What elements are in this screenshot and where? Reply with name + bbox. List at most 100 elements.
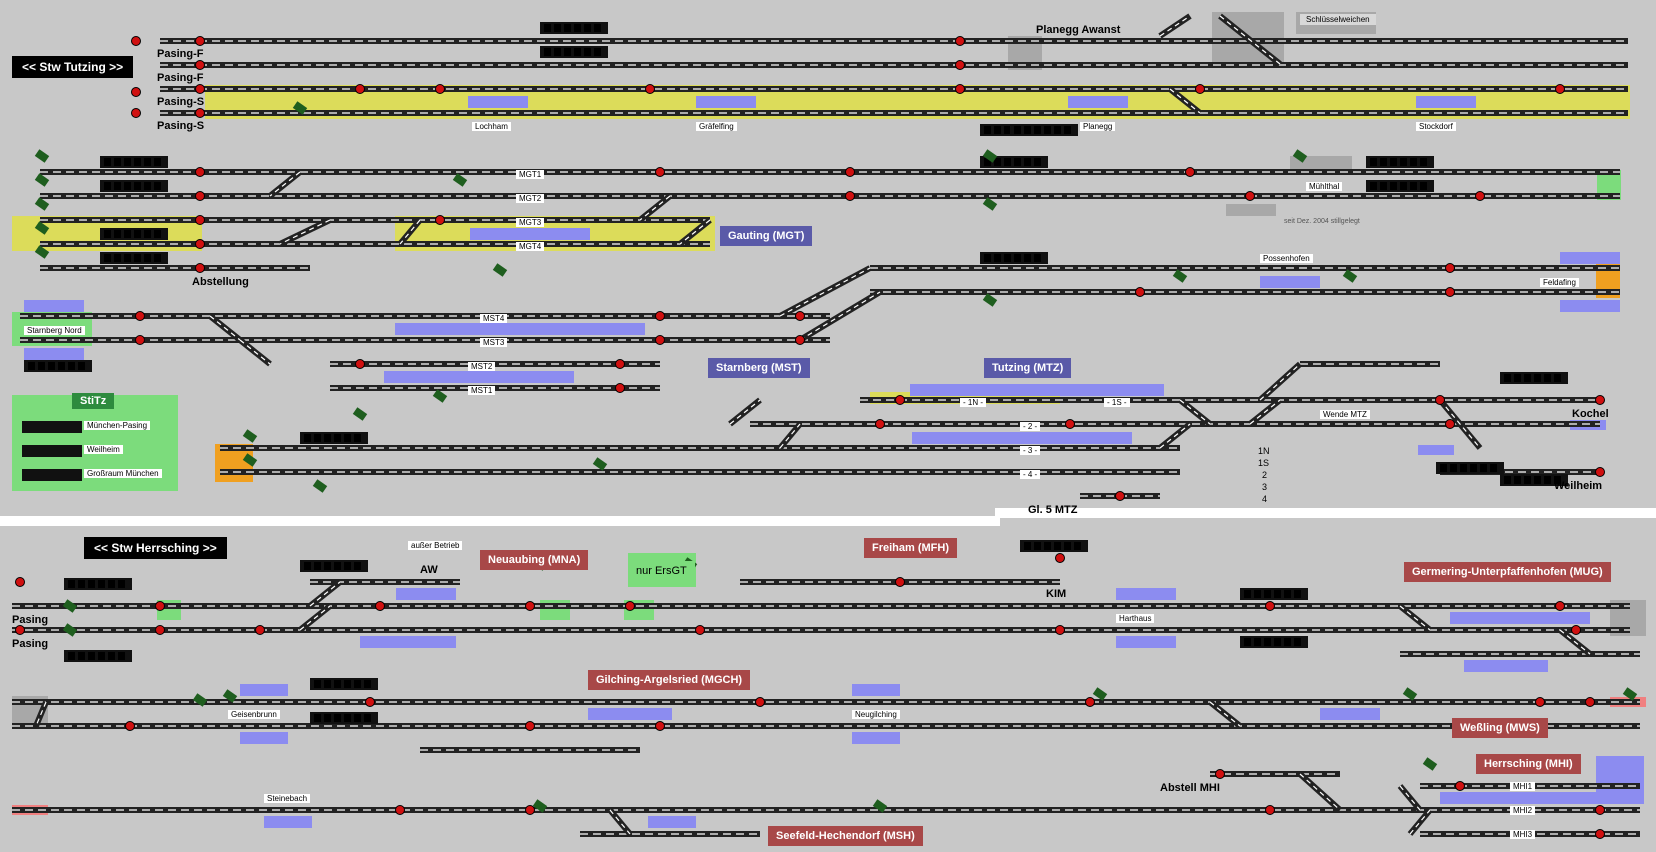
station-gilching[interactable]: Gilching-Argelsried (MGCH) — [588, 670, 751, 690]
signal-lamp[interactable] — [1435, 395, 1445, 405]
signal-lamp[interactable] — [615, 383, 625, 393]
shunting-signal[interactable] — [34, 245, 50, 259]
signal-lamp[interactable] — [131, 108, 141, 118]
shunting-signal[interactable] — [62, 599, 78, 613]
shunting-signal[interactable] — [1292, 149, 1308, 163]
signal-lamp[interactable] — [1195, 84, 1205, 94]
shunting-signal[interactable] — [432, 389, 448, 403]
signal-lamp[interactable] — [135, 335, 145, 345]
signal-lamp[interactable] — [125, 721, 135, 731]
signal-lamp[interactable] — [395, 805, 405, 815]
signal-lamp[interactable] — [655, 311, 665, 321]
signal-lamp[interactable] — [645, 84, 655, 94]
station-herrsching[interactable]: Herrsching (MHI) — [1476, 754, 1581, 774]
signal-lamp[interactable] — [845, 167, 855, 177]
signal-lamp[interactable] — [1135, 287, 1145, 297]
signal-lamp[interactable] — [195, 239, 205, 249]
shunting-signal[interactable] — [34, 221, 50, 235]
signal-lamp[interactable] — [525, 805, 535, 815]
signal-lamp[interactable] — [1455, 781, 1465, 791]
signal-lamp[interactable] — [1265, 601, 1275, 611]
signal-lamp[interactable] — [195, 108, 205, 118]
signal-lamp[interactable] — [1265, 805, 1275, 815]
signal-lamp[interactable] — [365, 697, 375, 707]
signal-lamp[interactable] — [15, 625, 25, 635]
signal-lamp[interactable] — [845, 191, 855, 201]
shunting-signal[interactable] — [982, 197, 998, 211]
shunting-signal[interactable] — [1092, 687, 1108, 701]
signal-lamp[interactable] — [1055, 553, 1065, 563]
station-freiham[interactable]: Freiham (MFH) — [864, 538, 957, 558]
signal-lamp[interactable] — [795, 335, 805, 345]
signal-lamp[interactable] — [131, 36, 141, 46]
shunting-signal[interactable] — [242, 453, 258, 467]
signal-lamp[interactable] — [895, 395, 905, 405]
signal-lamp[interactable] — [195, 263, 205, 273]
signal-lamp[interactable] — [155, 601, 165, 611]
shunting-signal[interactable] — [1172, 269, 1188, 283]
signal-lamp[interactable] — [1115, 491, 1125, 501]
signal-lamp[interactable] — [875, 419, 885, 429]
shunting-signal[interactable] — [1422, 757, 1438, 771]
shunting-signal[interactable] — [982, 293, 998, 307]
station-wessling[interactable]: Weßling (MWS) — [1452, 718, 1548, 738]
shunting-signal[interactable] — [34, 173, 50, 187]
signal-lamp[interactable] — [1445, 419, 1455, 429]
shunting-signal[interactable] — [1622, 687, 1638, 701]
shunting-signal[interactable] — [192, 693, 208, 707]
signal-lamp[interactable] — [795, 311, 805, 321]
shunting-signal[interactable] — [492, 263, 508, 277]
signal-lamp[interactable] — [135, 311, 145, 321]
signal-lamp[interactable] — [1595, 805, 1605, 815]
signal-lamp[interactable] — [655, 721, 665, 731]
signal-lamp[interactable] — [955, 84, 965, 94]
shunting-signal[interactable] — [872, 799, 888, 813]
signal-lamp[interactable] — [195, 215, 205, 225]
stw-herrsching-button[interactable]: << Stw Herrsching >> — [84, 537, 227, 559]
signal-lamp[interactable] — [1555, 601, 1565, 611]
signal-lamp[interactable] — [1245, 191, 1255, 201]
signal-lamp[interactable] — [355, 84, 365, 94]
signal-lamp[interactable] — [755, 697, 765, 707]
signal-lamp[interactable] — [955, 60, 965, 70]
signal-lamp[interactable] — [615, 359, 625, 369]
signal-lamp[interactable] — [1571, 625, 1581, 635]
signal-lamp[interactable] — [195, 60, 205, 70]
shunting-signal[interactable] — [982, 149, 998, 163]
signal-lamp[interactable] — [955, 36, 965, 46]
signal-lamp[interactable] — [695, 625, 705, 635]
signal-lamp[interactable] — [525, 601, 535, 611]
signal-lamp[interactable] — [655, 167, 665, 177]
signal-lamp[interactable] — [155, 625, 165, 635]
signal-lamp[interactable] — [195, 36, 205, 46]
signal-lamp[interactable] — [1085, 697, 1095, 707]
signal-lamp[interactable] — [1445, 263, 1455, 273]
signal-lamp[interactable] — [1555, 84, 1565, 94]
signal-lamp[interactable] — [15, 577, 25, 587]
shunting-signal[interactable] — [352, 407, 368, 421]
station-neuaubing[interactable]: Neuaubing (MNA) — [480, 550, 589, 570]
signal-lamp[interactable] — [375, 601, 385, 611]
signal-lamp[interactable] — [1535, 697, 1545, 707]
shunting-signal[interactable] — [34, 197, 50, 211]
shunting-signal[interactable] — [452, 173, 468, 187]
shunting-signal[interactable] — [592, 457, 608, 471]
shunting-signal[interactable] — [292, 101, 308, 115]
signal-lamp[interactable] — [1185, 167, 1195, 177]
shunting-signal[interactable] — [1402, 687, 1418, 701]
stw-tutzing-button[interactable]: << Stw Tutzing >> — [12, 56, 134, 78]
signal-lamp[interactable] — [525, 721, 535, 731]
signal-lamp[interactable] — [895, 577, 905, 587]
station-tutzing[interactable]: Tutzing (MTZ) — [984, 358, 1072, 378]
signal-lamp[interactable] — [655, 335, 665, 345]
shunting-signal[interactable] — [62, 623, 78, 637]
signals[interactable] — [15, 36, 1638, 839]
signal-lamp[interactable] — [1595, 829, 1605, 839]
signal-lamp[interactable] — [1595, 395, 1605, 405]
shunting-signal[interactable] — [1342, 269, 1358, 283]
signal-lamp[interactable] — [1475, 191, 1485, 201]
station-gauting[interactable]: Gauting (MGT) — [720, 226, 813, 246]
signal-lamp[interactable] — [435, 84, 445, 94]
signal-lamp[interactable] — [195, 84, 205, 94]
station-seefeld[interactable]: Seefeld-Hechendorf (MSH) — [768, 826, 923, 846]
